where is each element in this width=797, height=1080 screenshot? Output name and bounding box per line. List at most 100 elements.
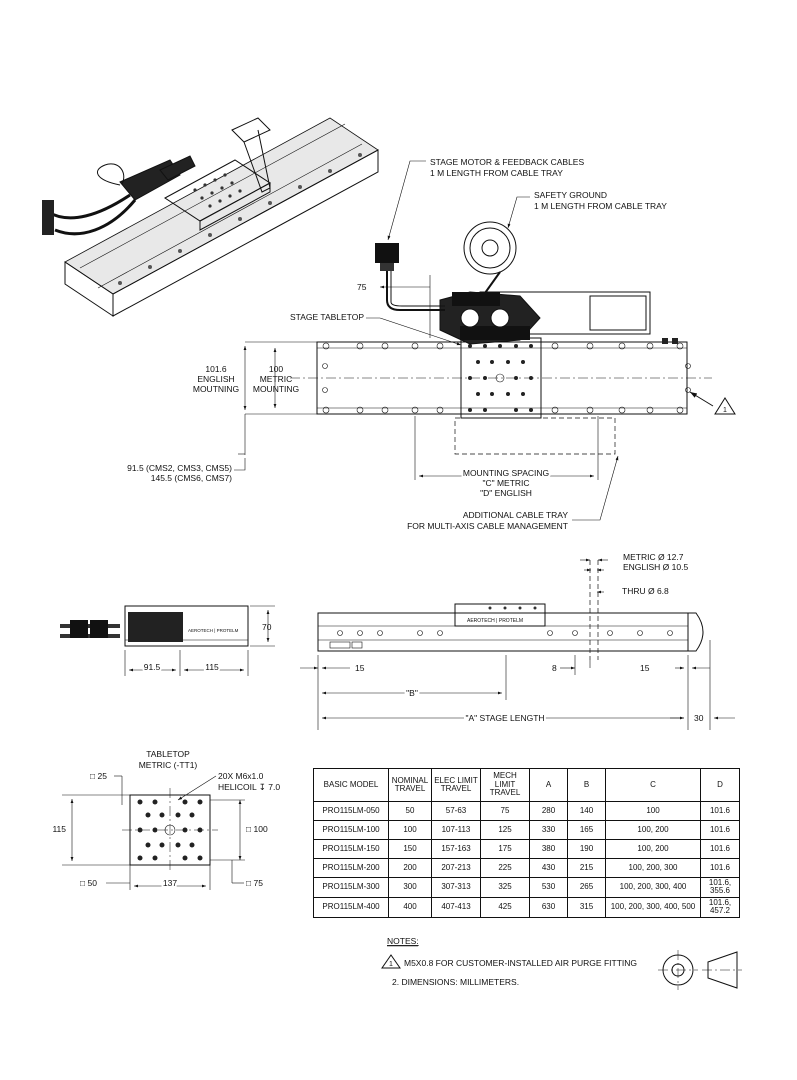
ground-label-2: 1 M LENGTH FROM CABLE TRAY [534, 201, 667, 211]
metric-value: 100 [269, 364, 283, 374]
tabletop-subtitle: METRIC (-TT1) [139, 760, 198, 770]
sq-25: □ 25 [90, 771, 107, 781]
tabletop-holes-2: HELICOIL ↧ 7.0 [218, 782, 280, 792]
table-header-cell: A [529, 768, 568, 802]
table-cell: 315 [567, 896, 606, 918]
table-cell: PRO115LM-400 [313, 896, 389, 918]
side-dim-8: 8 [552, 663, 557, 673]
side-dim-15-left: 15 [355, 663, 365, 673]
notes-section: NOTES: 1 M5X0.8 FOR CUSTOMER-INSTALLED A… [381, 936, 742, 990]
side-dim-a: "A" STAGE LENGTH [465, 713, 544, 723]
sq-100: □ 100 [246, 824, 268, 834]
english-mounting: MOUTNING [193, 384, 239, 394]
table-cell: 100 [388, 820, 432, 840]
tabletop-label: STAGE TABLETOP [290, 312, 364, 322]
english-value: 101.6 [205, 364, 227, 374]
cms-1: 91.5 (CMS2, CMS3, CMS5) [127, 463, 232, 473]
side-dim-b: "B" [406, 688, 418, 698]
sq-75: □ 75 [246, 878, 263, 888]
end-view: AEROTECH | PROTELM 70 91.5 115 [60, 605, 275, 676]
table-cell: 101.6, 457.2 [700, 896, 740, 918]
table-cell: 165 [567, 820, 606, 840]
cms-2: 145.5 (CMS6, CMS7) [151, 473, 232, 483]
table-cell: 150 [388, 839, 432, 859]
note-flag-num: 1 [723, 407, 727, 414]
table-cell: 107-113 [431, 820, 481, 840]
table-cell: 307-313 [431, 877, 481, 898]
table-cell: 225 [480, 858, 530, 878]
dim-137: 137 [163, 878, 177, 888]
table-header-cell: NOMINAL TRAVEL [388, 768, 432, 802]
thru-hole: THRU Ø 6.8 [622, 586, 669, 596]
tray-label-2: FOR MULTI-AXIS CABLE MANAGEMENT [407, 521, 568, 531]
table-cell: 380 [529, 839, 568, 859]
tabletop-view: TABLETOP METRIC (-TT1) 20X M6x1.0 HELICO… [52, 749, 280, 890]
metric-label: METRIC [260, 374, 293, 384]
table-header-cell: MECH LIMIT TRAVEL [480, 768, 530, 802]
table-cell: 100, 200, 300, 400 [605, 877, 701, 898]
dim-75: 75 [357, 282, 367, 292]
table-cell: 400 [388, 896, 432, 918]
table-cell: 125 [480, 820, 530, 840]
table-cell: 265 [567, 877, 606, 898]
table-cell: 157-163 [431, 839, 481, 859]
table-cell: 630 [529, 896, 568, 918]
top-view: 1 STAGE MOTOR & FEEDBACK CABLES 1 M LENG… [127, 157, 736, 531]
table-cell: 200 [388, 858, 432, 878]
note1-text: M5X0.8 FOR CUSTOMER-INSTALLED AIR PURGE … [404, 958, 637, 968]
side-dim-15-right: 15 [640, 663, 650, 673]
metric-mounting: MOUNTING [253, 384, 299, 394]
table-cell: 190 [567, 839, 606, 859]
table-header-cell: D [700, 768, 740, 802]
sq-50: □ 50 [80, 878, 97, 888]
metric-bore: METRIC Ø 12.7 [623, 552, 684, 562]
table-cell: 330 [529, 820, 568, 840]
tabletop-holes-1: 20X M6x1.0 [218, 771, 264, 781]
table-cell: PRO115LM-300 [313, 877, 389, 898]
ground-label-1: SAFETY GROUND [534, 190, 607, 200]
table-cell: PRO115LM-050 [313, 801, 389, 821]
table-cell: 425 [480, 896, 530, 918]
table-cell: 101.6 [700, 858, 740, 878]
table-cell: 175 [480, 839, 530, 859]
model-spec-table: BASIC MODEL NOMINAL TRAVEL ELEC LIMIT TR… [313, 768, 740, 918]
table-cell: 140 [567, 801, 606, 821]
spacing-3: "D" ENGLISH [480, 488, 532, 498]
isometric-view [42, 117, 379, 317]
tabletop-title: TABLETOP [146, 749, 190, 759]
table-header-cell: ELEC LIMIT TRAVEL [431, 768, 481, 802]
end-dim-115: 115 [205, 662, 219, 672]
english-label: ENGLISH [197, 374, 234, 384]
table-cell: 530 [529, 877, 568, 898]
table-cell: 300 [388, 877, 432, 898]
table-cell: 430 [529, 858, 568, 878]
table-cell: 101.6, 355.6 [700, 877, 740, 898]
table-header-cell: C [605, 768, 701, 802]
end-dim-91-5: 91.5 [144, 662, 161, 672]
dim-115: 115 [52, 824, 66, 834]
table-cell: 100 [605, 801, 701, 821]
spacing-2: "C" METRIC [482, 478, 529, 488]
table-cell: 100, 200 [605, 839, 701, 859]
tray-label-1: ADDITIONAL CABLE TRAY [463, 510, 569, 520]
table-header-row: BASIC MODEL NOMINAL TRAVEL ELEC LIMIT TR… [313, 768, 740, 802]
table-cell: 57-63 [431, 801, 481, 821]
table-cell: 101.6 [700, 820, 740, 840]
table-cell: 207-213 [431, 858, 481, 878]
cables-label-1: STAGE MOTOR & FEEDBACK CABLES [430, 157, 584, 167]
table-cell: 280 [529, 801, 568, 821]
spacing-1: MOUNTING SPACING [463, 468, 549, 478]
table-header-cell: B [567, 768, 606, 802]
table-cell: 407-413 [431, 896, 481, 918]
table-cell: 101.6 [700, 801, 740, 821]
cables-label-2: 1 M LENGTH FROM CABLE TRAY [430, 168, 563, 178]
table-cell: 100, 200, 300 [605, 858, 701, 878]
table-cell: 100, 200, 300, 400, 500 [605, 896, 701, 918]
notes-heading: NOTES: [387, 936, 419, 946]
